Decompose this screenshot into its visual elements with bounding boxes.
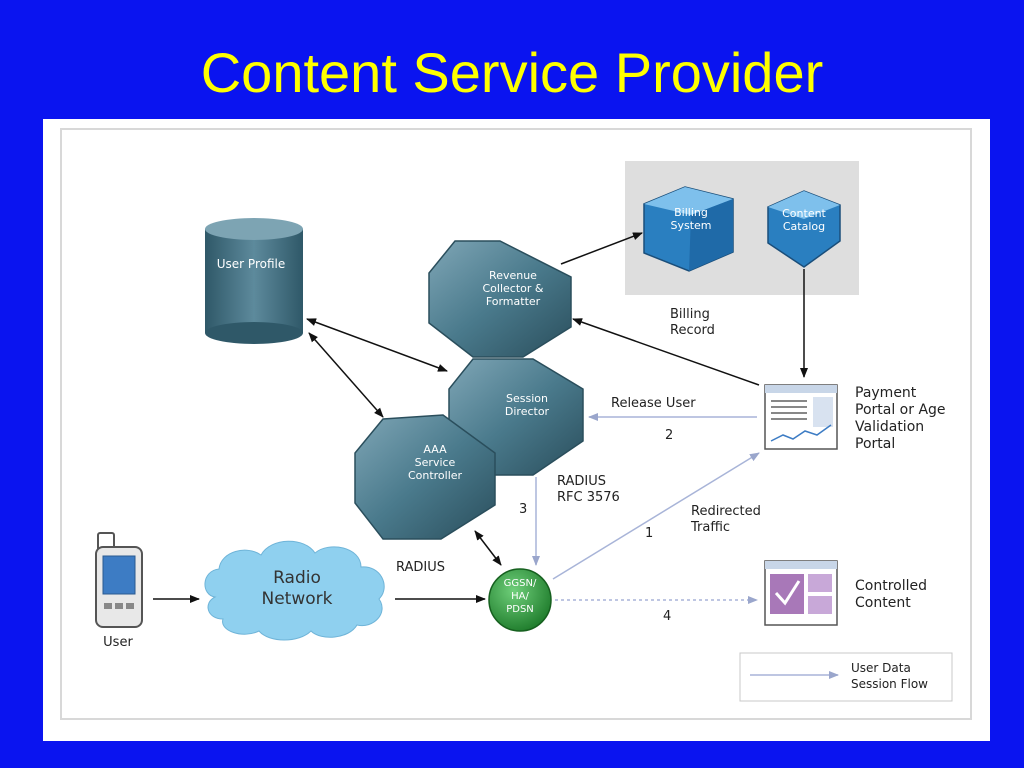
user-label: User — [103, 635, 133, 650]
aaa-label-2: Service — [415, 456, 456, 469]
flow-redirected-traffic — [552, 452, 760, 580]
content-catalog-label-2: Catalog — [783, 220, 825, 233]
arrow-profile-aaa — [308, 332, 384, 418]
payment-label-3: Validation — [855, 419, 924, 435]
payment-portal-icon — [764, 384, 838, 450]
user-profile-label: User Profile — [217, 257, 285, 271]
ggsn-label-3: PDSN — [506, 604, 534, 615]
controlled-content-icon — [764, 560, 838, 626]
arrow-portal-revenue — [572, 318, 760, 386]
ggsn-node: GGSN/ HA/ PDSN — [488, 568, 552, 632]
radio-label-2: Network — [262, 589, 333, 609]
payment-label-2: Portal or Age — [855, 402, 946, 418]
payment-label-4: Portal — [855, 436, 895, 452]
step-4-label: 4 — [663, 609, 671, 624]
billing-system-label-1: Billing — [674, 206, 708, 219]
payment-label-1: Payment — [855, 385, 917, 401]
ggsn-label-1: GGSN/ — [504, 578, 537, 589]
radius-rfc-label-2: RFC 3576 — [557, 490, 620, 505]
step-1-label: 1 — [645, 526, 653, 541]
revenue-label-2: Collector & — [483, 282, 544, 295]
release-user-label: Release User — [611, 396, 696, 411]
billing-record-label-2: Record — [670, 323, 715, 338]
revenue-label-1: Revenue — [489, 269, 537, 282]
redirected-label-2: Traffic — [690, 520, 730, 535]
billing-system-label-2: System — [670, 219, 711, 232]
step-3-label: 3 — [519, 502, 527, 517]
aaa-controller-node: AAA Service Controller — [354, 414, 496, 540]
arrow-aaa-ggsn — [474, 530, 502, 566]
redirected-label-1: Redirected — [691, 504, 761, 519]
step-2-label: 2 — [665, 428, 673, 443]
arrow-revenue-billing — [560, 232, 643, 265]
billing-system-node: Billing System — [643, 186, 734, 272]
radius-label: RADIUS — [396, 560, 445, 575]
controlled-label-2: Content — [855, 595, 911, 611]
billing-record-label-1: Billing — [670, 307, 710, 322]
controlled-label-1: Controlled — [855, 578, 927, 594]
revenue-label-3: Formatter — [486, 295, 541, 308]
session-label-2: Director — [505, 405, 550, 418]
legend-label-2: Session Flow — [851, 677, 928, 691]
session-label-1: Session — [506, 392, 548, 405]
aaa-label-3: Controller — [408, 469, 463, 482]
diagram-canvas: Billing System Content Catalog User Prof… — [60, 128, 972, 720]
ggsn-label-2: HA/ — [511, 591, 529, 602]
legend-box: User Data Session Flow — [739, 652, 953, 702]
radio-network-cloud: Radio Network — [204, 540, 385, 641]
user-profile-node: User Profile — [205, 218, 303, 344]
aaa-label-1: AAA — [423, 443, 447, 456]
diagram-panel: Billing System Content Catalog User Prof… — [43, 119, 990, 741]
content-catalog-label-1: Content — [782, 207, 826, 220]
radio-label-1: Radio — [273, 568, 321, 588]
slide-title: Content Service Provider — [200, 41, 824, 104]
radius-rfc-label-1: RADIUS — [557, 474, 606, 489]
legend-label-1: User Data — [851, 661, 911, 675]
content-catalog-node: Content Catalog — [767, 190, 841, 268]
user-phone-icon: User — [95, 532, 143, 650]
revenue-collector-node: Revenue Collector & Formatter — [428, 240, 572, 358]
